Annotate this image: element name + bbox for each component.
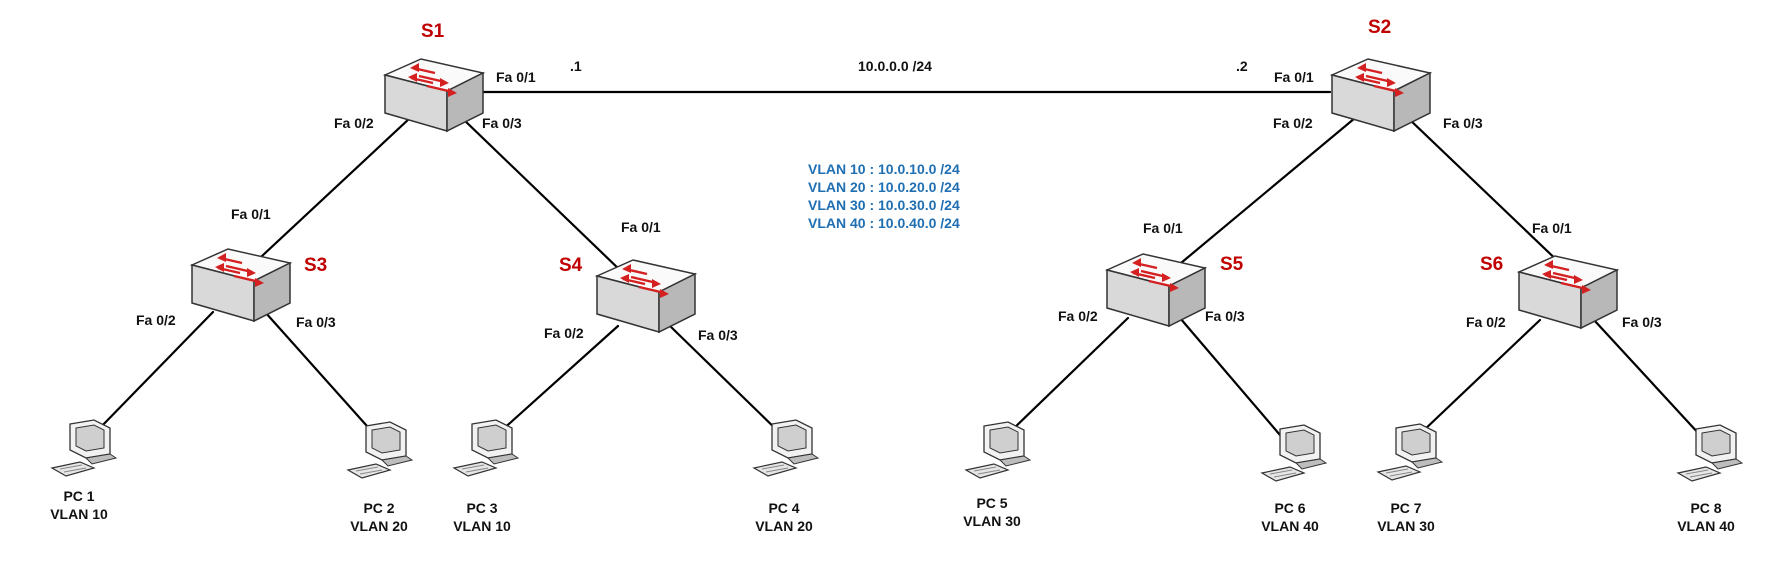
switch-icon[interactable] xyxy=(1330,57,1434,133)
port-label-s4-fa01: Fa 0/1 xyxy=(621,219,661,235)
link-s4-pc3 xyxy=(498,324,620,434)
link-s2-s5 xyxy=(1173,116,1357,270)
pc-vlan: VLAN 40 xyxy=(1261,518,1319,534)
port-label-s4-fa02: Fa 0/2 xyxy=(544,325,584,341)
s2-address-label: .2 xyxy=(1236,58,1248,74)
port-label-s5-fa03: Fa 0/3 xyxy=(1205,308,1245,324)
pc-name: PC 4 xyxy=(768,500,800,516)
port-label-s6-fa01: Fa 0/1 xyxy=(1532,220,1572,236)
link-s3-pc1 xyxy=(94,310,215,434)
switch-icon[interactable] xyxy=(1517,254,1621,330)
pc-vlan: VLAN 10 xyxy=(50,506,108,522)
pc-vlan: VLAN 30 xyxy=(1377,518,1435,534)
switch-label-s1: S1 xyxy=(421,21,445,42)
pc-label-7: PC 7 VLAN 30 xyxy=(1346,499,1466,535)
switch-label-s5: S5 xyxy=(1220,254,1244,275)
pc-label-4: PC 4 VLAN 20 xyxy=(724,499,844,535)
pc-vlan: VLAN 10 xyxy=(453,518,511,534)
vlan-legend-item: VLAN 20 : 10.0.20.0 /24 xyxy=(808,179,960,195)
link-s1-s3 xyxy=(260,116,412,258)
link-subnet-label: 10.0.0.0 /24 xyxy=(858,58,932,74)
port-label-s3-fa02: Fa 0/2 xyxy=(136,312,176,328)
link-s6-pc8 xyxy=(1592,318,1702,437)
switch-icon[interactable] xyxy=(1105,252,1209,328)
port-label-s5-fa02: Fa 0/2 xyxy=(1058,308,1098,324)
pc-icon[interactable] xyxy=(752,418,820,482)
vlan-legend-item: VLAN 30 : 10.0.30.0 /24 xyxy=(808,197,960,213)
pc-vlan: VLAN 20 xyxy=(350,518,408,534)
switch-label-s2: S2 xyxy=(1368,17,1392,38)
port-label-s2-fa02: Fa 0/2 xyxy=(1273,115,1313,131)
pc-name: PC 1 xyxy=(63,488,95,504)
pc-label-8: PC 8 VLAN 40 xyxy=(1646,499,1766,535)
link-s2-s6 xyxy=(1406,116,1567,270)
pc-icon[interactable] xyxy=(452,418,520,482)
port-label-s1-fa02: Fa 0/2 xyxy=(334,115,374,131)
switch-label-s4: S4 xyxy=(559,255,583,276)
pc-vlan: VLAN 40 xyxy=(1677,518,1735,534)
port-label-s4-fa03: Fa 0/3 xyxy=(698,327,738,343)
pc-icon[interactable] xyxy=(50,418,118,482)
link-s6-pc7 xyxy=(1420,318,1542,434)
pc-icon[interactable] xyxy=(1376,422,1444,486)
link-s4-pc4 xyxy=(668,324,784,437)
vlan-legend: VLAN 10 : 10.0.10.0 /24 VLAN 20 : 10.0.2… xyxy=(808,160,960,232)
switch-icon[interactable] xyxy=(383,57,487,133)
pc-label-6: PC 6 VLAN 40 xyxy=(1230,499,1350,535)
port-label-s3-fa01: Fa 0/1 xyxy=(231,206,271,222)
vlan-legend-item: VLAN 10 : 10.0.10.0 /24 xyxy=(808,161,960,177)
port-label-s5-fa01: Fa 0/1 xyxy=(1143,220,1183,236)
pc-label-2: PC 2 VLAN 20 xyxy=(319,499,439,535)
pc-name: PC 5 xyxy=(976,495,1008,511)
port-label-s1-fa03: Fa 0/3 xyxy=(482,115,522,131)
pc-icon[interactable] xyxy=(1260,423,1328,487)
pc-name: PC 6 xyxy=(1274,500,1306,516)
switch-label-s3: S3 xyxy=(304,255,328,276)
pc-name: PC 8 xyxy=(1690,500,1722,516)
link-s3-pc2 xyxy=(263,310,377,437)
pc-name: PC 2 xyxy=(363,500,395,516)
pc-vlan: VLAN 30 xyxy=(963,513,1021,529)
pc-name: PC 7 xyxy=(1390,500,1422,516)
switch-label-s6: S6 xyxy=(1480,254,1504,275)
port-label-s2-fa03: Fa 0/3 xyxy=(1443,115,1483,131)
switch-icon[interactable] xyxy=(595,258,699,334)
port-label-s1-fa01: Fa 0/1 xyxy=(496,69,536,85)
port-label-s3-fa03: Fa 0/3 xyxy=(296,314,336,330)
pc-label-3: PC 3 VLAN 10 xyxy=(422,499,542,535)
pc-icon[interactable] xyxy=(346,420,414,484)
pc-icon[interactable] xyxy=(964,420,1032,484)
pc-icon[interactable] xyxy=(1676,423,1744,487)
pc-label-5: PC 5 VLAN 30 xyxy=(932,494,1052,530)
switch-icon[interactable] xyxy=(190,247,294,323)
pc-label-1: PC 1 VLAN 10 xyxy=(19,487,139,523)
port-label-s6-fa03: Fa 0/3 xyxy=(1622,314,1662,330)
vlan-legend-item: VLAN 40 : 10.0.40.0 /24 xyxy=(808,215,960,231)
pc-name: PC 3 xyxy=(466,500,498,516)
pc-vlan: VLAN 20 xyxy=(755,518,813,534)
port-label-s6-fa02: Fa 0/2 xyxy=(1466,314,1506,330)
link-s5-pc6 xyxy=(1178,316,1282,437)
s1-address-label: .1 xyxy=(570,58,582,74)
link-s5-pc5 xyxy=(1008,316,1130,434)
link-s1-s4 xyxy=(460,116,624,274)
port-label-s2-fa01: Fa 0/1 xyxy=(1274,69,1314,85)
